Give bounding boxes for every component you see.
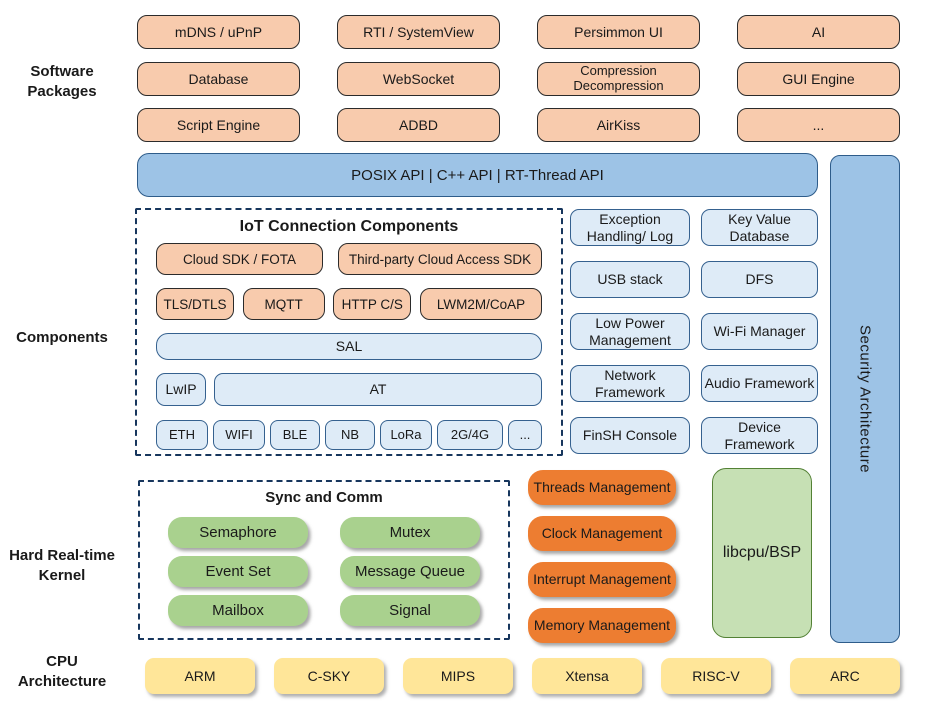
api-banner: POSIX API | C++ API | RT-Thread API [137,153,818,197]
component-box: FinSH Console [570,417,690,454]
component-box: Audio Framework [701,365,818,402]
component-box: DFS [701,261,818,298]
iot-connection-components-box: IoT Connection Components Cloud SDK / FO… [135,208,563,456]
sync-item-box: Event Set [168,556,308,587]
management-box: Clock Management [528,516,676,551]
sync-grid: Semaphore Mutex Event Set Message Queue … [168,517,480,626]
software-packages-grid: mDNS / uPnP RTI / SystemView Persimmon U… [137,15,900,142]
cpu-arch-box: Xtensa [532,658,642,694]
sync-item-box: Mailbox [168,595,308,626]
sync-item-box: Semaphore [168,517,308,548]
management-box: Interrupt Management [528,562,676,597]
cpu-arch-box: ARM [145,658,255,694]
component-box: Device Framework [701,417,818,454]
section-label-cpu-architecture: CPU Architecture [17,653,107,691]
iot-protocol-box: LWM2M/CoAP [419,288,542,320]
sal-layer-box: SAL [156,333,542,360]
package-box: Script Engine [137,108,300,142]
management-box: Memory Management [528,608,676,643]
component-box: Key Value Database [701,209,818,246]
component-box: Exception Handling/ Log [570,209,690,246]
lwip-box: LwIP [156,373,206,406]
component-box: USB stack [570,261,690,298]
package-box: RTI / SystemView [337,15,500,49]
component-box: Wi-Fi Manager [701,313,818,350]
link-box: BLE [270,420,320,450]
libcpu-bsp-box: libcpu/BSP [712,468,812,638]
sync-item-box: Signal [340,595,480,626]
cpu-arch-box: RISC-V [661,658,771,694]
link-layer-row: ETH WIFI BLE NB LoRa 2G/4G ... [156,420,542,450]
package-box: GUI Engine [737,61,900,96]
package-box: Database [137,61,300,96]
network-stack-row: LwIP AT [156,373,542,406]
package-box: AirKiss [537,108,700,142]
iot-protocol-box: TLS/DTLS [156,288,234,320]
link-box: 2G/4G [437,420,503,450]
link-box: ... [508,420,542,450]
iot-protocol-row: TLS/DTLS MQTT HTTP C/S LWM2M/CoAP [156,288,542,320]
security-architecture-bar: Security Architecture [830,155,900,643]
cpu-arch-box: ARC [790,658,900,694]
component-box: Low Power Management [570,313,690,350]
package-box: Compression Decompression [537,61,700,96]
link-box: WIFI [213,420,265,450]
package-box: AI [737,15,900,49]
at-box: AT [214,373,542,406]
package-box: WebSocket [337,61,500,96]
iot-sdk-box: Third-party Cloud Access SDK [338,243,542,275]
iot-protocol-box: HTTP C/S [333,288,412,320]
section-label-software-packages: Software Packages [27,63,97,101]
components-grid: Exception Handling/ Log Key Value Databa… [570,209,818,454]
section-label-kernel: Hard Real-time Kernel [9,547,115,585]
component-box: Network Framework [570,365,690,402]
kernel-management-column: Threads Management Clock Management Inte… [528,470,676,643]
sync-box-title: Sync and Comm [265,489,383,506]
package-box: Persimmon UI [537,15,700,49]
package-box: ... [737,108,900,142]
package-box: ADBD [337,108,500,142]
iot-protocol-box: MQTT [242,288,325,320]
sync-item-box: Mutex [340,517,480,548]
link-box: ETH [156,420,208,450]
iot-sdk-box: Cloud SDK / FOTA [156,243,323,275]
iot-sdk-row: Cloud SDK / FOTA Third-party Cloud Acces… [156,243,542,275]
cpu-arch-box: MIPS [403,658,513,694]
link-box: LoRa [380,420,432,450]
iot-box-title: IoT Connection Components [239,218,459,235]
management-box: Threads Management [528,470,676,505]
cpu-architecture-row: ARM C-SKY MIPS Xtensa RISC-V ARC [145,658,900,694]
package-box: mDNS / uPnP [137,15,300,49]
link-box: NB [325,420,375,450]
section-label-components: Components [16,329,108,346]
sync-item-box: Message Queue [340,556,480,587]
cpu-arch-box: C-SKY [274,658,384,694]
sync-and-comm-box: Sync and Comm Semaphore Mutex Event Set … [138,480,510,640]
